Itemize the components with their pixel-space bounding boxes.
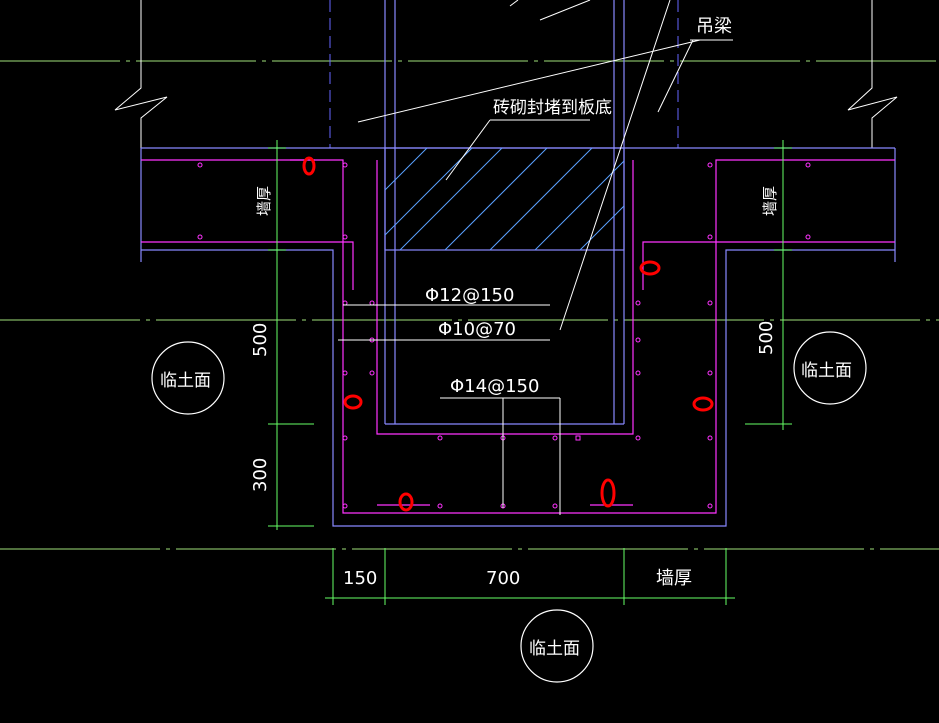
rebar-label-3: Φ14@150	[450, 376, 539, 397]
soil-face-left-label: 临土面	[160, 371, 211, 391]
brick-infill-hatch	[384, 147, 625, 251]
rebar-lines	[141, 159, 895, 514]
wall-break-lines	[114, 0, 898, 148]
structure-outline	[140, 0, 896, 527]
soil-face-right-label: 临土面	[801, 361, 852, 381]
dash-lines	[329, 0, 679, 148]
wall-thickness-bottom-label: 墙厚	[656, 568, 692, 589]
dim-300-left: 300	[250, 458, 271, 492]
rebar-dots	[197, 162, 811, 509]
leader-lines	[338, 0, 733, 515]
soil-face-circles	[151, 331, 867, 683]
soil-face-bottom-label: 临土面	[529, 639, 580, 659]
dim-150-bottom: 150	[343, 568, 377, 589]
rebar-label-1: Φ12@150	[425, 285, 514, 306]
hanging-beam-label: 吊梁	[696, 16, 732, 37]
dim-700-bottom: 700	[486, 568, 520, 589]
brick-infill-label: 砖砌封堵到板底	[493, 98, 612, 118]
dimension-lines	[268, 140, 792, 605]
wall-thickness-right-label: 墙厚	[761, 186, 779, 216]
rebar-label-2: Φ10@70	[438, 319, 516, 340]
dim-500-right: 500	[756, 321, 777, 355]
dim-500-left: 500	[250, 323, 271, 357]
red-markers	[302, 156, 714, 512]
wall-thickness-left-label: 墙厚	[255, 186, 273, 216]
